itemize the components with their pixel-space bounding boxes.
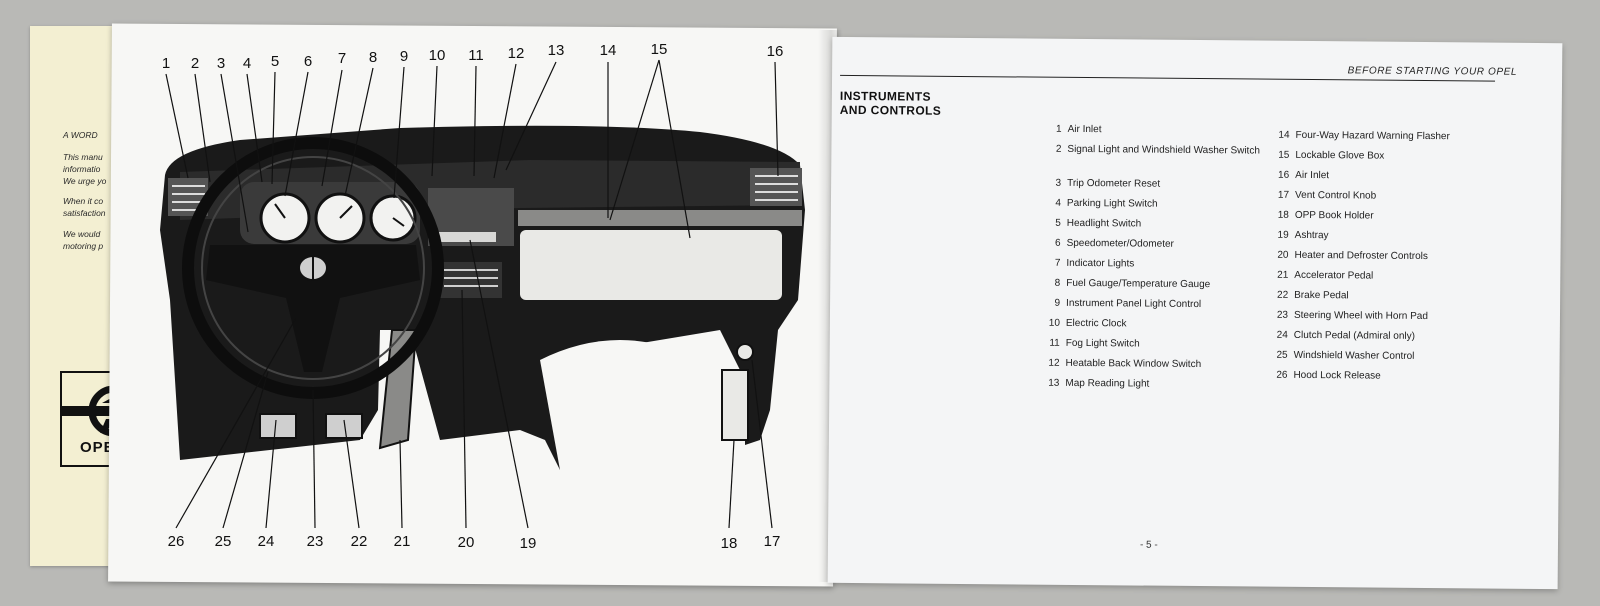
leader-line xyxy=(658,59,691,239)
dashboard-diagram: 1 2 3 4 5 6 7 8 9 10 11 12 13 14 15 16 2… xyxy=(160,41,805,552)
back-page-line: We would xyxy=(63,229,101,239)
callout-25: 25 xyxy=(215,533,232,550)
callout-19: 19 xyxy=(520,535,537,552)
back-page-line: This manu xyxy=(63,152,103,162)
callout-10: 10 xyxy=(429,47,446,64)
callout-8: 8 xyxy=(369,49,377,66)
callout-3: 3 xyxy=(217,55,225,72)
leader-line xyxy=(728,439,735,529)
callout-22: 22 xyxy=(351,533,368,550)
section-title-line: INSTRUMENTS xyxy=(839,88,932,104)
logo-text: OPE xyxy=(80,439,115,456)
callout-11: 11 xyxy=(468,47,484,64)
callout-12: 12 xyxy=(508,45,525,62)
dashboard-illustration xyxy=(160,125,805,470)
leader-line xyxy=(246,73,263,183)
leader-line xyxy=(505,61,557,171)
section-title: INSTRUMENTS AND CONTROLS xyxy=(840,89,980,118)
leader-line xyxy=(175,317,297,529)
leader-line xyxy=(609,59,660,221)
callout-24: 24 xyxy=(258,533,275,550)
leader-line xyxy=(399,439,403,529)
callout-15: 15 xyxy=(651,41,668,58)
callout-23: 23 xyxy=(307,533,324,550)
callout-26: 26 xyxy=(168,533,185,550)
leader-line xyxy=(751,359,773,529)
leader-line xyxy=(393,66,405,199)
callout-4: 4 xyxy=(243,55,251,72)
leader-line xyxy=(493,63,517,179)
back-page-line: We urge yo xyxy=(63,176,107,186)
leader-line xyxy=(344,67,374,197)
back-page-line: informatio xyxy=(63,164,101,174)
leader-line xyxy=(165,73,189,179)
section-title-line: AND CONTROLS xyxy=(839,102,942,118)
leader-line xyxy=(284,71,309,197)
page-header: BEFORE STARTING YOUR OPEL xyxy=(1347,65,1518,78)
leader-line xyxy=(321,69,343,187)
callout-9: 9 xyxy=(400,48,408,65)
leader-line xyxy=(469,239,529,529)
callout-6: 6 xyxy=(304,53,312,70)
callout-17: 17 xyxy=(764,533,781,550)
leader-line xyxy=(431,65,438,177)
callout-20: 20 xyxy=(458,534,475,551)
callout-7: 7 xyxy=(338,50,346,67)
leader-line xyxy=(222,371,269,529)
leader-lines xyxy=(165,59,779,529)
back-page-line: satisfaction xyxy=(63,208,106,218)
leader-line xyxy=(473,65,477,177)
leader-line xyxy=(271,71,276,185)
callout-5: 5 xyxy=(271,53,279,70)
callout-16: 16 xyxy=(767,43,784,60)
callout-13: 13 xyxy=(548,42,565,59)
callout-21: 21 xyxy=(394,533,411,550)
leader-line xyxy=(220,73,249,233)
back-page-heading: A WORD xyxy=(63,130,98,140)
right-page: BEFORE STARTING YOUR OPEL INSTRUMENTS AN… xyxy=(827,36,1563,590)
callout-1: 1 xyxy=(162,55,170,72)
leader-line xyxy=(343,419,360,529)
callout-2: 2 xyxy=(191,55,199,72)
leader-line xyxy=(194,73,211,183)
leader-line xyxy=(265,419,277,529)
leader-line xyxy=(312,389,316,529)
back-page-line: When it co xyxy=(63,196,104,206)
leader-line xyxy=(774,61,779,177)
callout-numbers: 1 2 3 4 5 6 7 8 9 10 11 12 13 14 15 16 2… xyxy=(162,41,784,552)
page-number: - 5 - xyxy=(1139,539,1158,551)
callout-18: 18 xyxy=(721,535,738,552)
leader-line xyxy=(461,289,467,529)
back-page-line: motoring p xyxy=(63,241,104,251)
callout-14: 14 xyxy=(600,42,617,59)
